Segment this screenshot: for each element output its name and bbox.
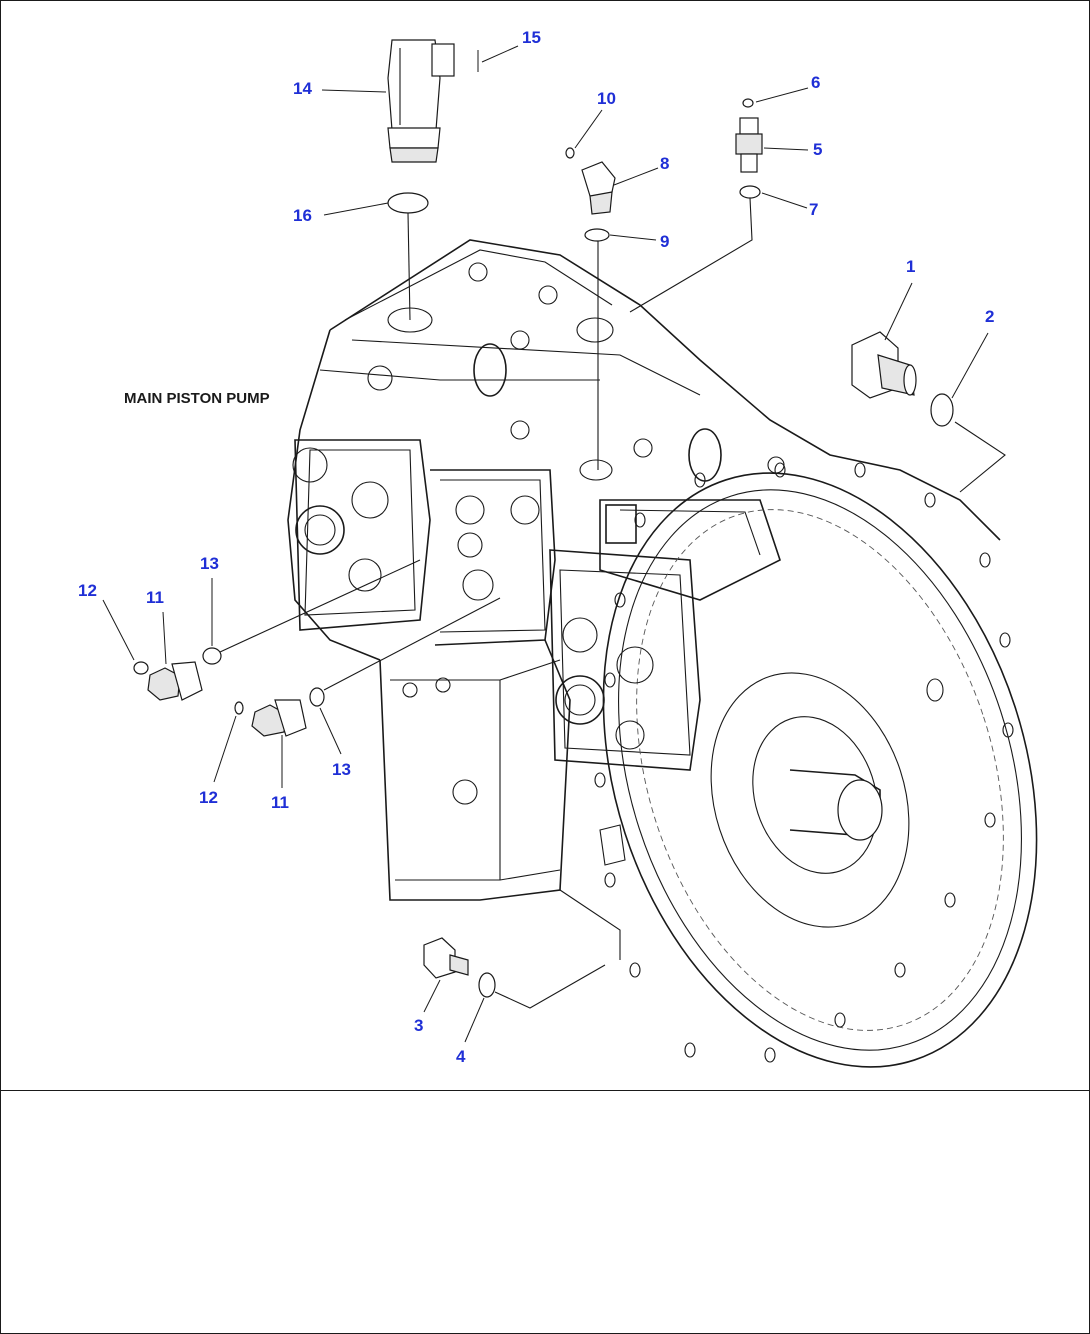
o-ring-9 — [584, 228, 610, 242]
pump-body — [287, 239, 1001, 960]
axis-line-13a — [219, 559, 421, 653]
frame-divider — [1, 1090, 1089, 1091]
callout-2: 2 — [985, 307, 994, 326]
axis-line-13b — [323, 597, 501, 691]
body-ports — [292, 262, 785, 866]
o-ring-6 — [742, 98, 754, 108]
callout-16: 16 — [293, 206, 312, 225]
elbow-fitting-8 — [581, 161, 616, 215]
axis-line-4 — [494, 964, 606, 1009]
o-ring-13a — [202, 647, 222, 665]
fitting-5 — [735, 117, 763, 173]
leader-lines — [102, 45, 989, 1043]
callout-6: 6 — [811, 73, 820, 92]
plug-1 — [851, 331, 917, 399]
callout-10: 10 — [597, 89, 616, 108]
callout-11-upper: 11 — [146, 588, 164, 607]
axis-line-2 — [954, 421, 1006, 493]
callout-11-lower: 11 — [271, 793, 289, 812]
assembly-label: MAIN PISTON PUMP — [124, 390, 270, 407]
o-ring-12a — [133, 661, 149, 675]
o-ring-7 — [739, 185, 761, 199]
axis-line-7 — [629, 197, 753, 313]
o-ring-13b — [309, 687, 325, 707]
callout-4: 4 — [456, 1047, 466, 1066]
o-ring-4 — [478, 972, 496, 998]
o-ring-10 — [565, 147, 575, 159]
callout-13-lower: 13 — [332, 760, 351, 779]
callout-12-lower: 12 — [199, 788, 218, 807]
pressure-sensor-14 — [387, 39, 455, 163]
callout-15: 15 — [522, 28, 541, 47]
callout-1: 1 — [906, 257, 915, 276]
fitting-11b — [251, 699, 307, 737]
callout-13-upper: 13 — [200, 554, 219, 573]
callout-12-upper: 12 — [78, 581, 97, 600]
o-ring-2 — [930, 393, 954, 427]
callout-5: 5 — [813, 140, 822, 159]
o-ring-16 — [387, 192, 429, 214]
fitting-11a — [147, 661, 203, 701]
callout-7: 7 — [809, 200, 818, 219]
pump-flange — [594, 462, 1038, 1068]
callout-3: 3 — [414, 1016, 423, 1035]
callout-9: 9 — [660, 232, 669, 251]
callout-14: 14 — [293, 79, 312, 98]
o-ring-12b — [234, 701, 244, 715]
axis-line-16 — [407, 212, 411, 321]
plug-3 — [423, 937, 469, 979]
callout-8: 8 — [660, 154, 669, 173]
